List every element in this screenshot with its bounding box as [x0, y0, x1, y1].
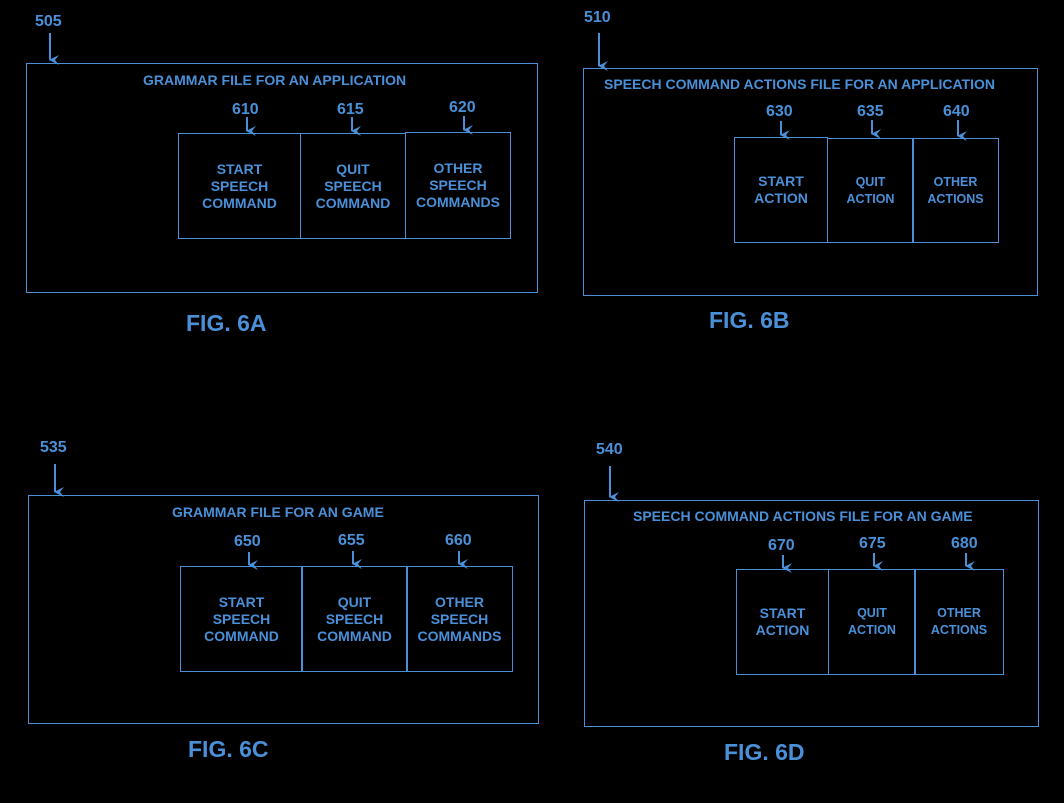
figure-caption-6c: FIG. 6C	[188, 736, 269, 762]
cell-label: OTHER SPEECH COMMANDS	[416, 160, 500, 210]
ref-label-670: 670	[768, 537, 795, 554]
speech-actions-application-title: SPEECH COMMAND ACTIONS FILE FOR AN APPLI…	[604, 76, 995, 92]
speech-actions-game-box	[584, 500, 1039, 727]
grammar-file-game-title: GRAMMAR FILE FOR AN GAME	[172, 504, 384, 520]
ref-label-620: 620	[449, 99, 476, 116]
other-speech-commands-cell: OTHER SPEECH COMMANDS	[406, 566, 513, 672]
ref-label-610: 610	[232, 101, 259, 118]
start-speech-command-cell: START SPEECH COMMAND	[180, 566, 303, 672]
start-speech-command-cell: START SPEECH COMMAND	[178, 133, 301, 239]
ref-label-535: 535	[40, 439, 67, 456]
other-actions-cell: OTHER ACTIONS	[912, 138, 999, 243]
grammar-file-application-title: GRAMMAR FILE FOR AN APPLICATION	[143, 72, 407, 88]
figure-caption-6d: FIG. 6D	[724, 739, 805, 765]
ref-label-510: 510	[584, 9, 611, 26]
ref-label-655: 655	[338, 532, 365, 549]
cell-label: OTHER ACTIONS	[927, 174, 984, 206]
figure-caption-6b: FIG. 6B	[709, 307, 790, 333]
cell-label: START ACTION	[754, 173, 808, 206]
speech-actions-game-title: SPEECH COMMAND ACTIONS FILE FOR AN GAME	[633, 508, 973, 524]
ref-label-675: 675	[859, 535, 886, 552]
grammar-file-game-box	[28, 495, 539, 724]
ref-label-660: 660	[445, 532, 472, 549]
ref-label-635: 635	[857, 103, 884, 120]
start-action-cell: START ACTION	[736, 569, 829, 675]
other-speech-commands-cell: OTHER SPEECH COMMANDS	[405, 132, 511, 239]
cell-label: START SPEECH COMMAND	[202, 160, 277, 211]
quit-action-cell: QUIT ACTION	[828, 569, 916, 675]
start-action-cell: START ACTION	[734, 137, 828, 243]
cell-label: QUIT SPEECH COMMAND	[315, 160, 391, 211]
speech-actions-application-box	[583, 68, 1038, 296]
ref-label-650: 650	[234, 533, 261, 550]
cell-label: START SPEECH COMMAND	[204, 593, 279, 644]
cell-label: QUIT SPEECH COMMAND	[317, 593, 392, 644]
cell-label: QUIT ACTION	[846, 174, 895, 206]
ref-label-615: 615	[337, 101, 364, 118]
quit-speech-command-cell: QUIT SPEECH COMMAND	[300, 133, 406, 239]
grammar-file-application-box	[26, 63, 538, 293]
ref-label-680: 680	[951, 535, 978, 552]
ref-label-640: 640	[943, 103, 970, 120]
cell-label: OTHER SPEECH COMMANDS	[417, 593, 502, 644]
figure-caption-6a: FIG. 6A	[186, 310, 267, 336]
other-actions-cell: OTHER ACTIONS	[914, 569, 1004, 675]
cell-label: QUIT ACTION	[848, 606, 896, 637]
cell-label: START ACTION	[755, 605, 810, 638]
ref-label-505: 505	[35, 13, 62, 30]
cell-label: OTHER ACTIONS	[930, 606, 988, 637]
quit-speech-command-cell: QUIT SPEECH COMMAND	[301, 566, 408, 672]
ref-label-540: 540	[596, 441, 623, 458]
ref-label-630: 630	[766, 103, 793, 120]
quit-action-cell: QUIT ACTION	[827, 138, 914, 243]
